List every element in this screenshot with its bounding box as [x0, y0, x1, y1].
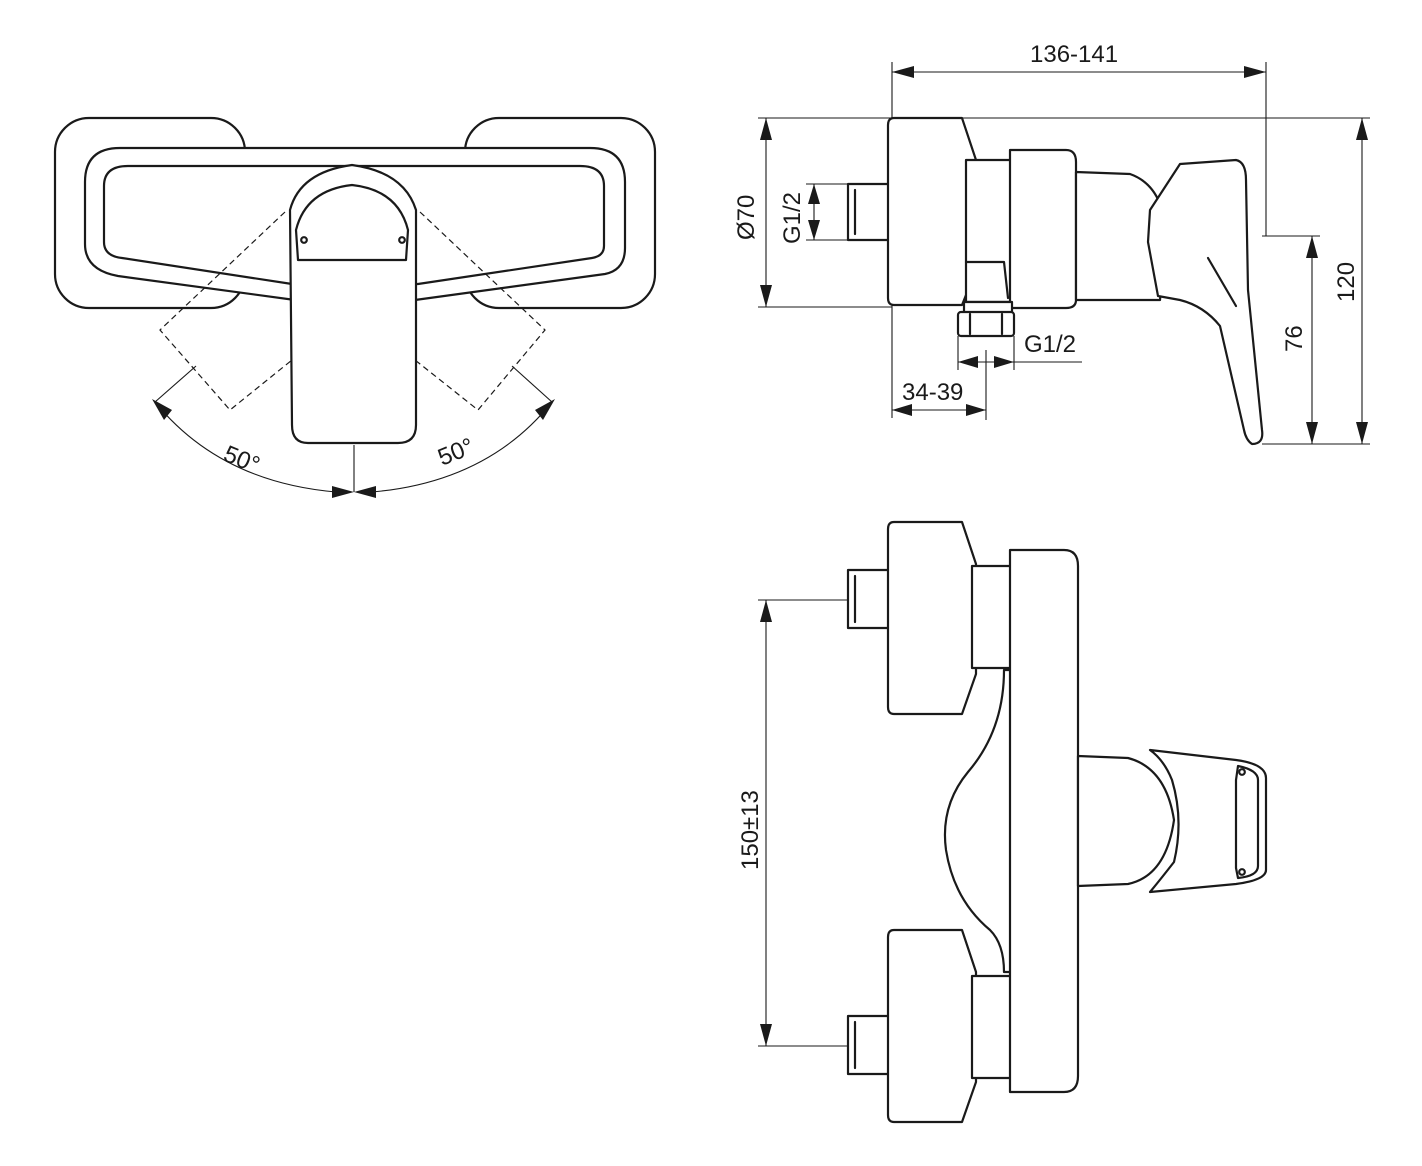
angle-arrow-left-2: [332, 486, 354, 498]
dim-offset-arrow-left: [892, 404, 912, 416]
dim-handle-arrow-top: [1306, 236, 1318, 258]
cartridge-front: [1076, 754, 1176, 888]
dim-width-label: 136-141: [1030, 41, 1118, 68]
dim-outlet-arrow-right: [994, 356, 1014, 368]
angle-arrow-right-2: [354, 486, 376, 498]
angle-arc-left: [154, 401, 337, 493]
dim-spacing-label: 150±13: [737, 790, 764, 870]
lever-rotated-left: [159, 211, 293, 411]
angle-leader-left: [154, 365, 197, 403]
angle-arrow-left-1: [152, 399, 172, 420]
body-side: [1008, 148, 1078, 310]
front-view: 150±13: [737, 520, 1268, 1124]
outlet-nut: [956, 310, 1016, 338]
dim-height-arrow-bottom: [1356, 422, 1368, 444]
lever-rotated-right: [414, 211, 546, 411]
body-side-notch: [964, 260, 1010, 300]
dim-thread-label: G1/2: [779, 192, 806, 244]
angle-arrow-right-1: [535, 399, 555, 420]
s-curve-connector: [943, 668, 1014, 974]
mixer-body-inner: [102, 164, 606, 286]
neck-side: [964, 158, 1014, 304]
dim-diameter-arrow-bottom: [760, 285, 772, 307]
lever-front-pin-bottom: [1238, 868, 1246, 876]
dim-height-label: 120: [1333, 262, 1360, 302]
lever-front-pin-top: [1238, 768, 1246, 776]
dim-diameter-arrow-top: [760, 118, 772, 140]
dim-spacing-arrow-top: [760, 600, 772, 622]
angle-leader-right: [511, 365, 553, 403]
dim-offset-label: 34-39: [902, 379, 963, 406]
dim-outlet-arrow-left: [958, 356, 978, 368]
angle-arc-right: [371, 401, 553, 493]
lever-pin-left: [300, 236, 308, 244]
dim-offset-arrow-right: [966, 404, 986, 416]
angle-label-left: 50°: [220, 441, 264, 480]
dim-thread-arrow-bottom: [808, 220, 820, 240]
dim-width-arrow-right: [1244, 66, 1266, 78]
lever-side: [1146, 158, 1264, 446]
dim-thread-arrow-top: [808, 184, 820, 204]
wall-ring-side: [886, 116, 978, 307]
lever-top-inner: [294, 183, 410, 262]
lever-side-crease: [1206, 256, 1238, 308]
dim-outlet-label: G1/2: [1024, 331, 1076, 358]
dim-width-arrow-left: [892, 66, 914, 78]
body-front: [1008, 548, 1080, 1094]
lower-wall-ring: [886, 928, 978, 1124]
side-view: 136-141 Ø70 G1/2: [733, 41, 1370, 446]
lower-neck: [970, 974, 1014, 1080]
lever-front-inner: [1234, 764, 1260, 880]
lever-top: [288, 163, 418, 445]
dim-height-arrow-top: [1356, 118, 1368, 140]
dim-handle-arrow-bottom: [1306, 422, 1318, 444]
upper-wall-ring: [886, 520, 978, 716]
dim-spacing-arrow-bottom: [760, 1024, 772, 1046]
dim-handle-label: 76: [1281, 325, 1308, 352]
dim-diameter-label: Ø70: [733, 195, 760, 240]
upper-neck: [970, 564, 1014, 670]
top-view: 50° 50°: [53, 116, 657, 498]
lever-pin-right: [398, 236, 406, 244]
